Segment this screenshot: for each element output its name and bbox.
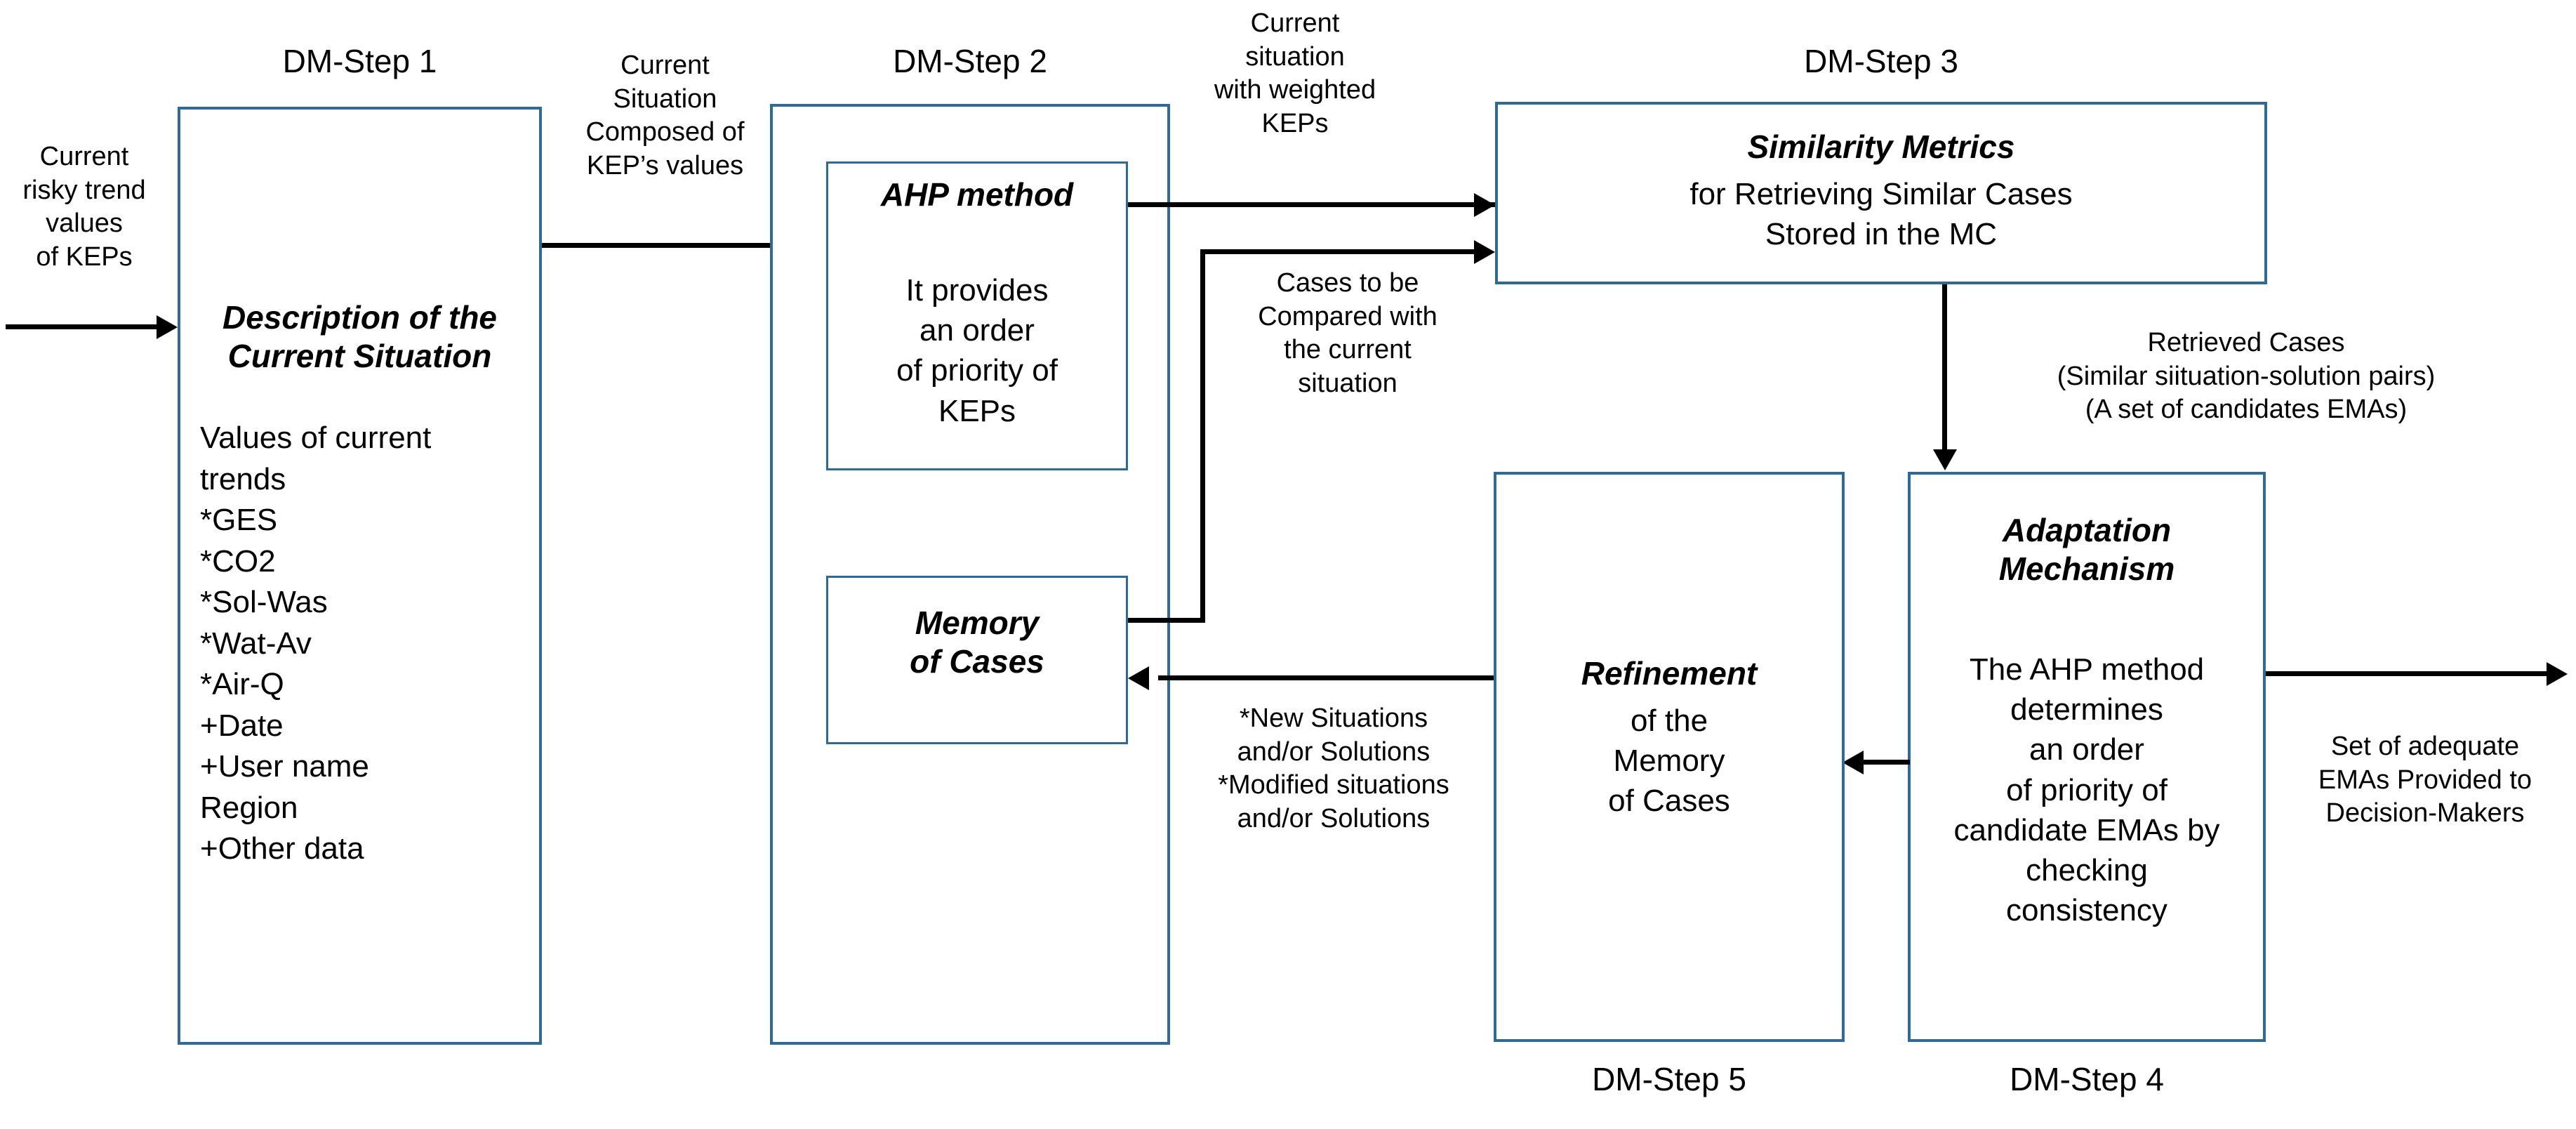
connector-output-head bbox=[2547, 662, 2568, 686]
annotation-output-right: Set of adequate EMAs Provided to Decisio… bbox=[2318, 732, 2532, 828]
box-refinement-of-memory-of-cases[interactable] bbox=[1494, 472, 1845, 1042]
annotation-memory-to-step3: Cases to be Compared with the current si… bbox=[1258, 268, 1438, 398]
annotation-step3-to-step4: Retrieved Cases (Similar siituation-solu… bbox=[2057, 328, 2436, 424]
connector-memory-elbow-v bbox=[1200, 249, 1205, 623]
step-label-3: DM-Step 3 bbox=[1804, 43, 1958, 79]
box-adaptation-mechanism[interactable] bbox=[1908, 472, 2266, 1042]
connector-memory-elbow-h2 bbox=[1200, 249, 1478, 254]
refinement-box-body: of the Memory of Cases bbox=[1608, 704, 1730, 819]
annotation-step5-to-memory: *New Situations and/or Solutions *Modifi… bbox=[1218, 704, 1449, 833]
adaptation-box-title: Adaptation Mechanism bbox=[1998, 512, 2175, 588]
memory-box-title: Memory of Cases bbox=[910, 605, 1044, 680]
connector-output-line bbox=[2266, 671, 2547, 676]
step-label-4: DM-Step 4 bbox=[2010, 1061, 2164, 1097]
description-box-title: Description of the Current Situation bbox=[222, 299, 498, 375]
connector-step1-to-ahp-line bbox=[542, 243, 823, 248]
box-memory-of-cases[interactable] bbox=[826, 576, 1128, 744]
box-description-of-current-situation[interactable] bbox=[178, 107, 542, 1045]
adaptation-box-body: The AHP method determines an order of pr… bbox=[1953, 652, 2220, 928]
step-label-2: DM-Step 2 bbox=[893, 43, 1047, 79]
connector-step4-to-step5-line bbox=[1864, 760, 1910, 765]
input-arrow-head bbox=[157, 315, 178, 339]
connector-step5-to-memory-line bbox=[1158, 675, 1494, 680]
similarity-box-body: for Retrieving Similar Cases Stored in t… bbox=[1689, 177, 2073, 252]
step-label-1: DM-Step 1 bbox=[282, 43, 437, 79]
similarity-box-title: Similarity Metrics bbox=[1747, 128, 2015, 165]
step-label-5: DM-Step 5 bbox=[1592, 1061, 1746, 1097]
annotation-step2-to-step3: Current situation with weighted KEPs bbox=[1214, 8, 1376, 138]
connector-memory-elbow-head bbox=[1474, 240, 1495, 264]
connector-step5-to-memory-head bbox=[1128, 666, 1149, 690]
annotation-input-left: Current risky trend values of KEPs bbox=[22, 142, 146, 272]
annotation-step1-to-step2: Current Situation Composed of KEP’s valu… bbox=[585, 51, 745, 180]
box-ahp-method[interactable] bbox=[826, 161, 1128, 470]
description-box-list: Values of current trends *GES *CO2 *Sol-… bbox=[200, 421, 432, 866]
connector-step3-to-step4-line bbox=[1942, 284, 1947, 453]
ahp-box-title: AHP method bbox=[880, 176, 1074, 213]
connector-step3-to-step4-head bbox=[1933, 449, 1957, 470]
connector-step4-to-step5-head bbox=[1843, 751, 1864, 774]
input-arrow-line bbox=[6, 324, 157, 329]
box-similarity-metrics[interactable] bbox=[1495, 102, 2267, 284]
refinement-box-title: Refinement bbox=[1581, 655, 1758, 692]
ahp-box-body: It provides an order of priority of KEPs bbox=[896, 273, 1058, 428]
connector-ahp-to-similarity-head bbox=[1474, 193, 1495, 217]
connector-memory-elbow-h1 bbox=[1128, 618, 1205, 623]
